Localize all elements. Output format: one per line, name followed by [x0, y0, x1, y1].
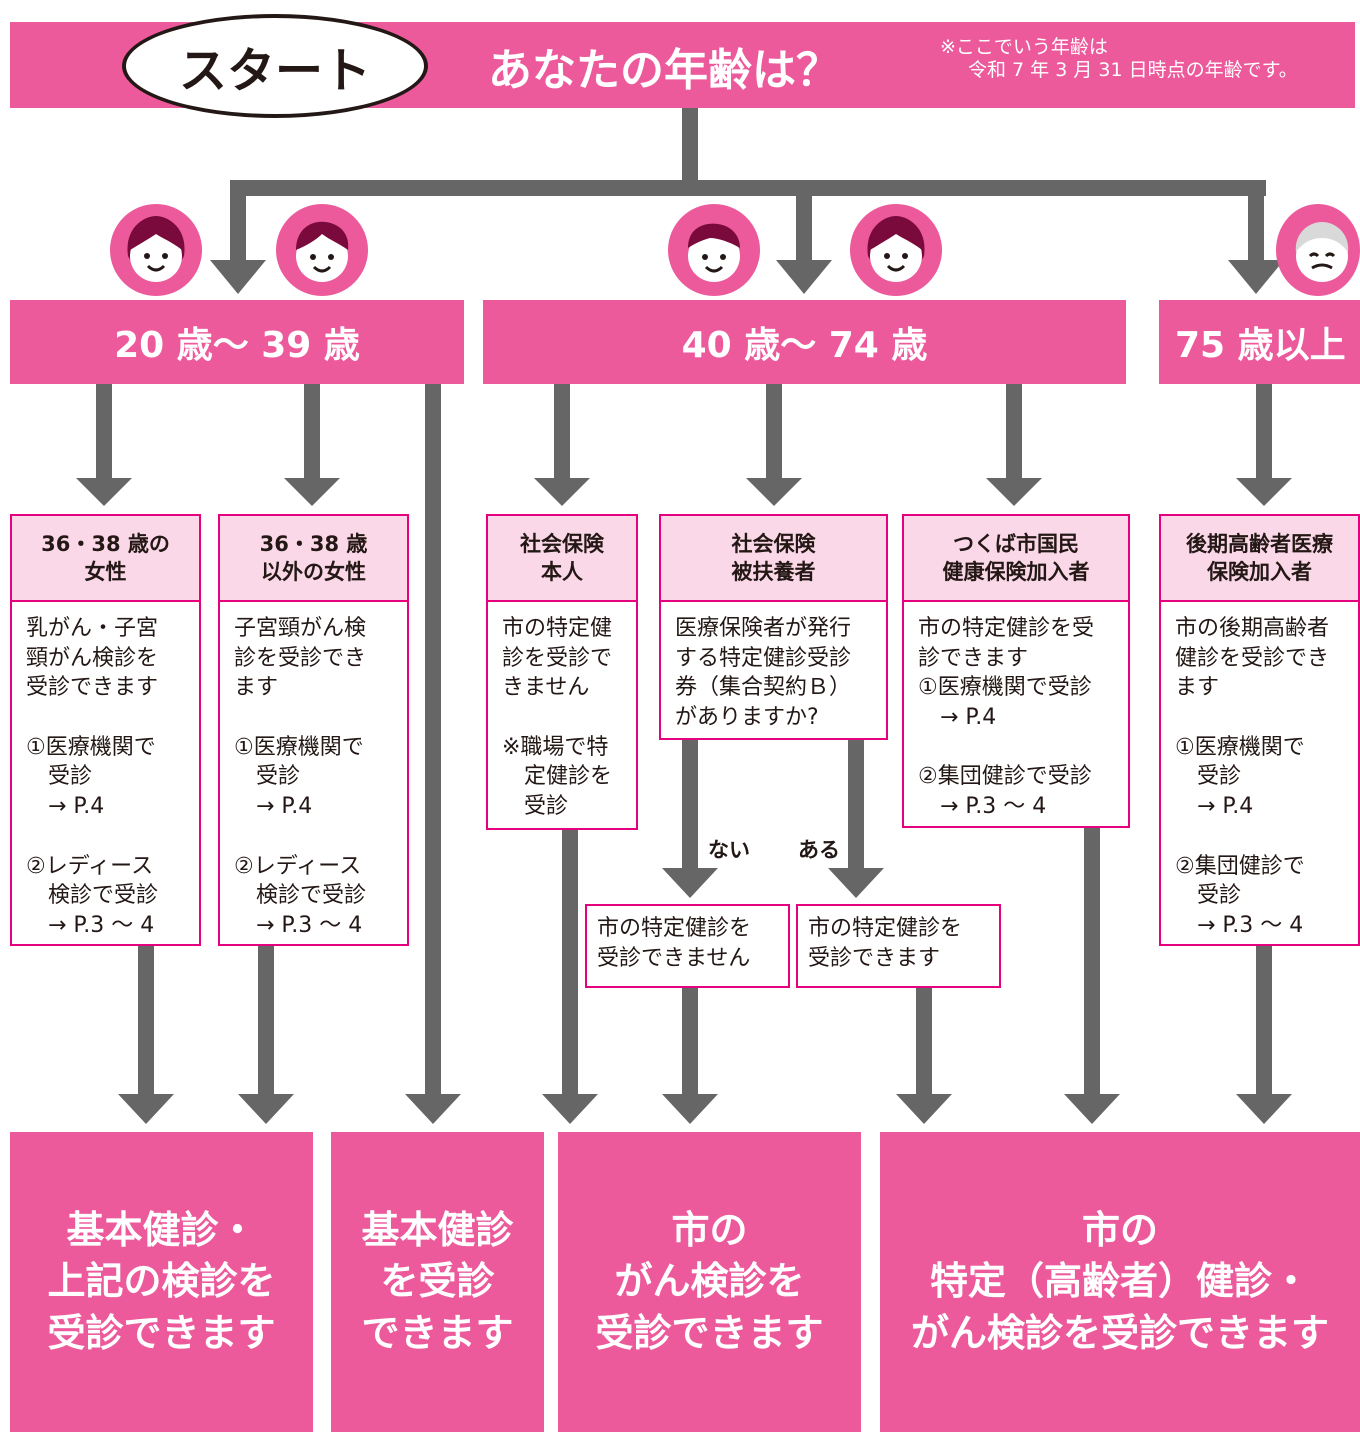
drop-middle	[796, 180, 812, 262]
category-social-dependent: 社会保険 被扶養者 医療保険者が発行 する特定健診受診 券（集合契約Ｂ） があり…	[659, 514, 888, 740]
arrowhead-cat1	[76, 478, 132, 506]
arrowhead-cat4	[746, 478, 802, 506]
category-title: 社会保険 被扶養者	[661, 516, 886, 602]
arrowhead-cat5	[986, 478, 1042, 506]
man-face-icon	[668, 204, 760, 296]
category-body: 子宮頸がん検 診を受診でき ます ①医療機関で 受診 → P.4 ②レディース …	[234, 616, 367, 938]
category-title: つくば市国民 健康保険加入者	[904, 516, 1128, 602]
age-note: ※ここでいう年齢は 令和 7 年 3 月 31 日時点の年齢です。	[940, 36, 1298, 82]
category-women-other: 36・38 歳 以外の女性 子宮頸がん検 診を受診でき ます ①医療機関で 受診…	[218, 514, 409, 946]
start-label: スタート	[122, 14, 428, 118]
arrowhead-cat3	[534, 478, 590, 506]
outcome-basic-plus: 基本健診・ 上記の検診を 受診できます	[10, 1132, 313, 1432]
branch-yes-label: ある	[798, 838, 840, 862]
age-note-line2: 令和 7 年 3 月 31 日時点の年齢です。	[968, 58, 1298, 81]
branch-no-label: ない	[708, 838, 750, 862]
result-not-eligible: 市の特定健診を 受診できません	[585, 904, 790, 988]
category-title: 後期高齢者医療 保険加入者	[1161, 516, 1358, 602]
category-title: 36・38 歳 以外の女性	[220, 516, 407, 602]
arrowhead-senior	[1228, 260, 1284, 294]
category-title: 社会保険 本人	[488, 516, 636, 602]
category-women-36-38: 36・38 歳の 女性 乳がん・子宮 頸がん検診を 受診できます ①医療機関で …	[10, 514, 201, 946]
age-question: あなたの年齢は？	[488, 45, 840, 96]
category-late-elderly: 後期高齢者医療 保険加入者 市の後期高齢者 健診を受診でき ます ①医療機関で …	[1159, 514, 1360, 946]
age-group-40-74: 40 歳〜 74 歳	[483, 300, 1126, 384]
outcome-specific-cancer: 市の 特定（高齢者）健診・ がん検診を受診できます	[880, 1132, 1360, 1432]
category-body: 医療保険者が発行 する特定健診受診 券（集合契約Ｂ） がありますか?	[675, 616, 852, 731]
arrowhead-young	[210, 260, 266, 294]
category-body: 市の後期高齢者 健診を受診でき ます ①医療機関で 受診 → P.4 ②集団健診…	[1175, 616, 1330, 938]
woman-face-icon	[110, 204, 202, 296]
category-body: 乳がん・子宮 頸がん検診を 受診できます ①医療機関で 受診 → P.4 ②レデ…	[26, 616, 159, 938]
woman-short-hair-face-icon	[276, 204, 368, 296]
category-body: 市の特定健診を受 診できます ①医療機関で受診 → P.4 ②集団健診で受診 →…	[918, 616, 1095, 820]
outcome-cancer: 市の がん検診を 受診できます	[558, 1132, 861, 1432]
elderly-face-icon	[1276, 204, 1360, 296]
arrowhead-cat6	[1236, 478, 1292, 506]
distribution-line	[230, 180, 1266, 196]
age-group-20-39: 20 歳〜 39 歳	[10, 300, 464, 384]
category-tsukuba-nhi: つくば市国民 健康保険加入者 市の特定健診を受 診できます ①医療機関で受診 →…	[902, 514, 1130, 828]
category-social-insured: 社会保険 本人 市の特定健 診を受診で きません ※職場で特 定健診を 受診	[486, 514, 638, 830]
direct-line	[425, 384, 441, 1096]
drop-young	[230, 180, 246, 262]
woman-face-icon-2	[850, 204, 942, 296]
category-body: 市の特定健 診を受診で きません ※職場で特 定健診を 受診	[502, 616, 613, 820]
trunk-line	[682, 108, 698, 182]
branch-no-line	[682, 740, 698, 870]
result-eligible: 市の特定健診を 受診できます	[796, 904, 1001, 988]
arrowhead-middle	[776, 260, 832, 294]
age-note-line1: ※ここでいう年齢は	[940, 36, 1108, 58]
age-group-75-plus: 75 歳以上	[1159, 300, 1360, 384]
arrowhead-cat2	[284, 478, 340, 506]
branch-yes-line	[848, 740, 864, 870]
drop-senior	[1248, 180, 1264, 262]
outcome-basic: 基本健診 を受診 できます	[331, 1132, 544, 1432]
category-title: 36・38 歳の 女性	[12, 516, 199, 602]
